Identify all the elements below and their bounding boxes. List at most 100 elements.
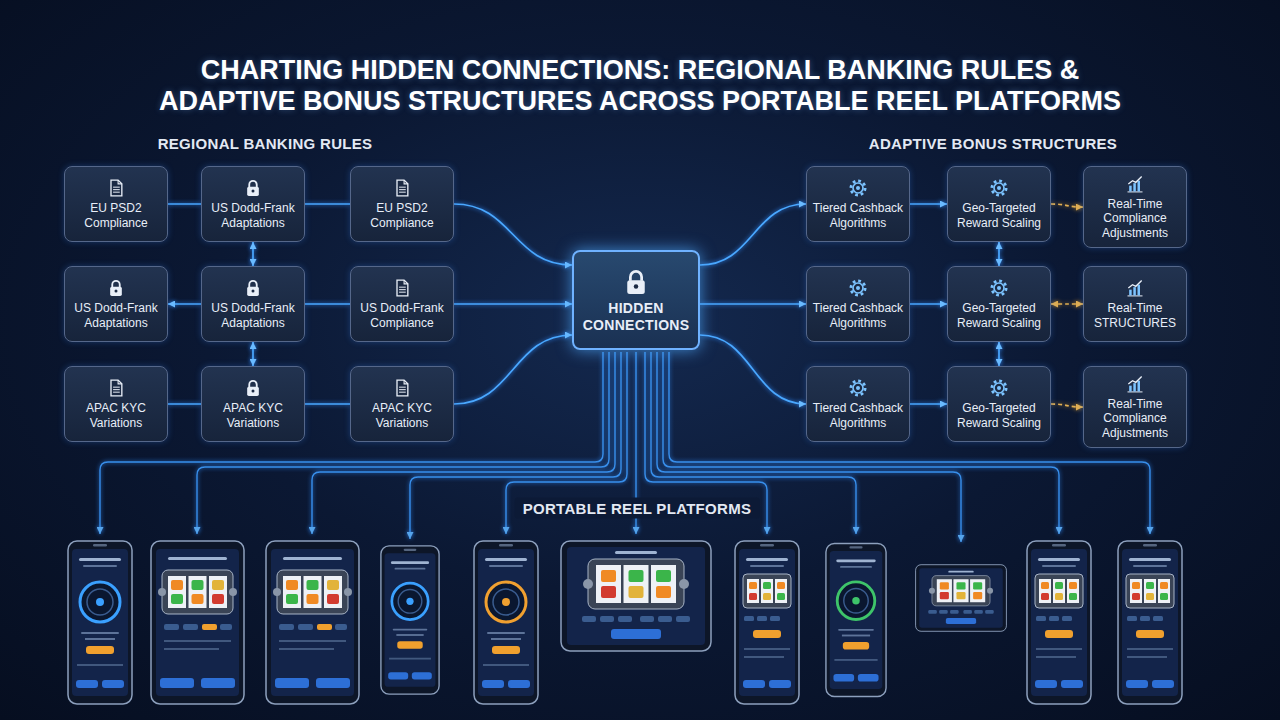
connector-arrow (454, 204, 572, 265)
circle-part (992, 181, 1006, 195)
section-label: ADAPTIVE BONUS STRUCTURES (869, 135, 1117, 152)
connector-arrow (305, 203, 350, 205)
tablet-device (916, 565, 1007, 632)
polyline-part (1128, 377, 1141, 385)
connector-arrow (305, 303, 350, 305)
connector-arrow (168, 203, 201, 205)
path-part (249, 381, 257, 387)
lock-icon (243, 278, 263, 298)
tablet-device (266, 541, 359, 704)
line-part (113, 392, 120, 393)
path-part (1128, 391, 1143, 392)
rect-part (247, 387, 259, 396)
banking-rule-box: APAC KYC Variations (201, 366, 305, 442)
path-part (397, 180, 408, 196)
banking-rule-box: EU PSD2 Compliance (350, 166, 454, 242)
node-text: Geo-Targeted Reward Scaling (952, 201, 1046, 230)
node-text: Geo-Targeted Reward Scaling (952, 301, 1046, 330)
rect-part (247, 187, 259, 196)
bonus-box: Real-Time Compliance Adjustments (1083, 366, 1187, 448)
tablet-device (151, 541, 244, 704)
phone-device (826, 543, 886, 696)
g-part (168, 204, 1083, 407)
banking-rule-box: US Dodd-Frank Adaptations (64, 266, 168, 342)
rect-part (1133, 383, 1136, 391)
path-part (397, 380, 408, 396)
path-part (397, 280, 408, 296)
circle-part (856, 386, 860, 390)
circle-part (634, 284, 639, 289)
node-text: US Dodd-Frank Adaptations (69, 301, 163, 330)
circle-part (856, 186, 860, 190)
circle-part (853, 283, 863, 293)
circle-part (994, 183, 1004, 193)
phone-device (474, 541, 538, 704)
phone-device (381, 546, 439, 694)
node-text: Tiered Cashback Algorithms (811, 401, 905, 430)
line-part (399, 187, 406, 188)
circle-part (997, 386, 1001, 390)
path-part (249, 281, 257, 287)
doc-icon (392, 278, 412, 298)
rect-part (1138, 285, 1141, 296)
phone-device (1118, 541, 1182, 704)
bonus-box: Real-Time Compliance Adjustments (1083, 166, 1187, 248)
connector-arrow (252, 342, 254, 366)
connector-arrow (998, 242, 1000, 266)
polyline-part (1128, 177, 1141, 185)
rect-part (1138, 181, 1141, 192)
banking-rule-box: US Dodd-Frank Compliance (350, 266, 454, 342)
rect-part (247, 287, 259, 296)
rect-part (1129, 386, 1132, 392)
phone-device (735, 541, 799, 704)
gear-icon (989, 278, 1009, 298)
lock-icon (621, 267, 651, 297)
chart-icon (1125, 174, 1145, 194)
line-part (399, 389, 406, 390)
path-part (118, 380, 122, 384)
circle-part (992, 281, 1006, 295)
banking-rule-box: APAC KYC Variations (64, 366, 168, 442)
phone-device (68, 541, 132, 704)
line-part (399, 189, 406, 190)
circle-part (856, 286, 860, 290)
hub-box: HIDDEN CONNECTIONS (572, 250, 700, 350)
polyline-part (1128, 281, 1141, 289)
circle-part (252, 390, 255, 393)
connector-arrow (168, 403, 201, 405)
gear-icon (989, 378, 1009, 398)
line-part (399, 392, 406, 393)
bonus-box: Real-Time STRUCTURES (1083, 266, 1187, 342)
circle-part (115, 290, 118, 293)
bonus-box: Tiered Cashback Algorithms (806, 166, 910, 242)
gear-icon (848, 178, 868, 198)
line-part (399, 192, 406, 193)
connector-arrow (998, 342, 1000, 366)
connector-arrow (910, 203, 947, 205)
phone-device (1027, 541, 1091, 704)
path-part (404, 280, 408, 284)
node-text: US Dodd-Frank Adaptations (206, 301, 300, 330)
rect-part (1129, 186, 1132, 192)
gear-icon (848, 278, 868, 298)
tablet-device (561, 541, 711, 651)
node-text: US Dodd-Frank Adaptations (206, 201, 300, 230)
circle-part (853, 383, 863, 393)
path-part (111, 180, 122, 196)
line-part (113, 187, 120, 188)
banking-rule-box: US Dodd-Frank Adaptations (201, 266, 305, 342)
connector-arrow (910, 403, 947, 405)
chart-icon (1125, 278, 1145, 298)
line-part (399, 289, 406, 290)
bonus-box: Geo-Targeted Reward Scaling (947, 366, 1051, 442)
path-part (404, 380, 408, 384)
connector-arrow (1051, 404, 1083, 407)
connector-arrow (252, 242, 254, 266)
lock-icon (106, 278, 126, 298)
rect-part (627, 280, 645, 294)
connector-arrow (700, 335, 806, 404)
banking-rule-box: US Dodd-Frank Adaptations (201, 166, 305, 242)
device-wires (100, 352, 1150, 542)
node-text: APAC KYC Variations (69, 401, 163, 430)
line-part (399, 387, 406, 388)
